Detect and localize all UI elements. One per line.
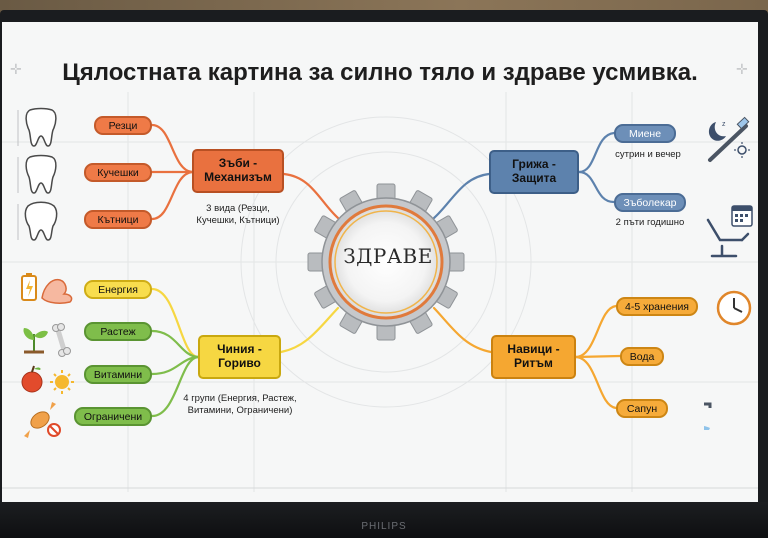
battery-icon [21,273,37,301]
item-canines[interactable]: Кучешки [84,163,152,182]
item-meals[interactable]: 4-5 хранения [616,297,698,316]
item-molars[interactable]: Кътници [84,210,152,229]
sun-icon [50,370,74,394]
page-title: Цялостната картина за силно тяло и здрав… [62,59,698,86]
ban-icon [47,423,61,437]
node-food[interactable]: Чиния - Гориво [198,335,281,379]
item-limited[interactable]: Ограничени [74,407,152,426]
muscle-icon [41,278,73,304]
apple-icon [21,365,43,393]
item-growth[interactable]: Растеж [84,322,152,341]
item-dentist[interactable]: Зъболекар [614,193,686,212]
moon-icon: z [708,121,726,141]
item-vitamins[interactable]: Витамини [84,365,152,384]
faucet-icon [704,402,712,430]
node-care-label: Грижа - Защита [511,157,557,185]
bone-icon [52,323,71,357]
node-food-note: 4 групи (Енергия, Растеж, Витамини, Огра… [183,393,297,416]
toothbrush-icon [708,116,750,162]
food-icons [21,273,74,438]
item-dentist-note: 2 пъти годишно [615,217,685,228]
candy-icon [24,402,56,438]
monitor-screen: Цялостната картина за силно тяло и здрав… [2,22,758,504]
node-care[interactable]: Грижа - Защита [489,150,579,194]
tooth-icon [25,154,57,194]
care-icons: z [706,116,753,258]
calendar-icon [731,205,753,227]
tooth-icon [24,201,58,241]
item-energy[interactable]: Енергия [84,280,152,299]
item-incisors[interactable]: Резци [94,116,152,135]
svg-text:z: z [722,121,726,128]
item-brushing[interactable]: Миене [614,124,676,143]
node-food-label: Чиния - Гориво [217,342,262,370]
center-gear [307,183,465,341]
sprout-icon [23,328,48,354]
tooth-icons [17,107,58,241]
node-teeth-note: 3 вида (Резци, Кучешки, Кътници) [196,203,280,226]
monitor-bezel-bottom [0,502,768,538]
monitor-brand-label: PHILIPS [361,521,407,532]
dental-chair-icon [706,218,750,258]
tooth-icon [25,107,57,147]
crosshair-icon: ✛ [10,61,22,77]
clock-icon [716,290,752,326]
habit-icons [704,290,752,430]
node-teeth-label: Зъби - Механизъм [204,156,272,184]
node-teeth[interactable]: Зъби - Механизъм [192,149,284,193]
item-water[interactable]: Вода [620,347,664,366]
node-habits-label: Навици - Ритъм [507,342,560,370]
crosshair-icon: ✛ [736,61,748,77]
sun-small-icon [734,142,750,158]
node-habits[interactable]: Навици - Ритъм [491,335,576,379]
item-brushing-note: сутрин и вечер [615,149,681,160]
connector-lines [150,123,622,418]
item-soap[interactable]: Сапун [616,399,668,418]
center-label: ЗДРАВЕ [343,244,433,268]
